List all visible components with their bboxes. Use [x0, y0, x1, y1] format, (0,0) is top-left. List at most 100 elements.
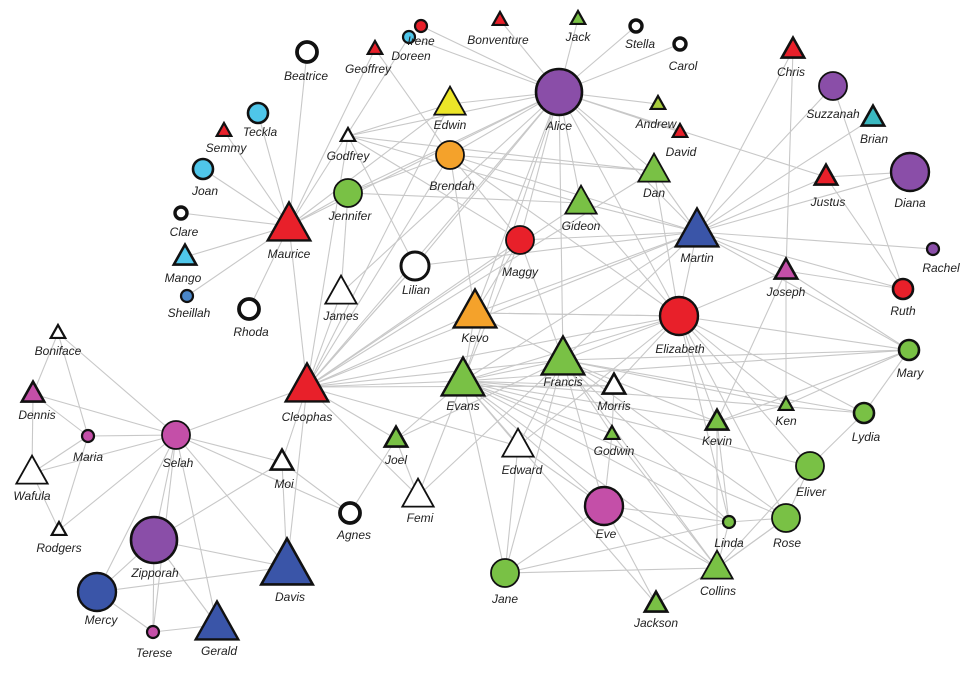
edge-edwin-cleophas	[306, 103, 451, 388]
edge-eve-collins	[603, 505, 718, 569]
node-label-sheillah: Sheillah	[168, 306, 211, 320]
node-diana	[889, 151, 931, 193]
node-kevo	[451, 286, 499, 329]
edge-godfrey-maggy	[347, 135, 521, 241]
node-label-davis: Davis	[275, 590, 305, 604]
edge-teckla-maurice	[257, 112, 290, 227]
edge-joan-maurice	[202, 168, 290, 227]
node-femi	[400, 476, 436, 508]
node-jane	[490, 558, 520, 588]
node-jack	[568, 8, 588, 26]
node-label-collins: Collins	[700, 584, 736, 598]
node-label-brendah: Brendah	[429, 179, 475, 193]
edge-justus-martin	[696, 176, 827, 233]
edge-martin-francis	[562, 231, 698, 361]
node-label-wafula: Wafula	[13, 489, 50, 503]
node-label-cleophas: Cleophas	[282, 410, 333, 424]
node-label-agnes: Agnes	[336, 528, 371, 542]
node-label-bonventure: Bonventure	[467, 33, 529, 47]
node-label-lilian: Lilian	[402, 283, 430, 297]
node-label-rodgers: Rodgers	[36, 541, 81, 555]
edge-cleophas-davis	[286, 386, 308, 568]
edge-mercy-davis	[96, 566, 288, 593]
edge-geoffrey-maurice	[288, 48, 376, 227]
edge-joel-agnes	[349, 438, 397, 514]
node-label-dennis: Dennis	[18, 408, 55, 422]
node-edward	[500, 426, 536, 458]
node-stella	[628, 18, 644, 34]
edge-kevin-linda	[716, 421, 730, 523]
edge-godfrey-edwin	[347, 103, 451, 137]
edge-selah-mercy	[96, 434, 177, 593]
node-label-ruth: Ruth	[890, 304, 916, 318]
node-label-evans: Evans	[446, 399, 479, 413]
node-kevin	[703, 406, 731, 431]
node-eve	[583, 485, 625, 527]
node-label-eve: Eve	[596, 527, 617, 541]
node-label-godfrey: Godfrey	[327, 149, 371, 163]
edge-francis-rose	[562, 359, 787, 519]
node-label-francis: Francis	[543, 375, 582, 389]
node-label-mango: Mango	[165, 271, 202, 285]
node-edwin	[432, 84, 468, 116]
edge-wafula-selah	[31, 434, 177, 474]
node-brian	[859, 102, 887, 127]
node-boniface	[48, 322, 68, 340]
edge-evans-jane	[462, 380, 506, 574]
edge-alice-martin	[558, 91, 698, 233]
node-chris	[779, 34, 807, 59]
edge-martin-kevo	[474, 231, 698, 314]
edge-martin-cleophas	[306, 231, 698, 388]
edge-joseph-ruth	[785, 270, 904, 290]
edge-beatrice-maurice	[288, 51, 308, 227]
edge-brendah-martin	[449, 154, 698, 233]
node-label-rachel: Rachel	[922, 261, 960, 275]
edge-jennifer-brendah	[347, 154, 451, 194]
edge-elizabeth-francis	[562, 315, 680, 361]
edge-suzzanah-ruth	[832, 85, 904, 290]
node-davis	[259, 535, 315, 586]
node-eliver	[795, 451, 825, 481]
node-label-kevo: Kevo	[461, 331, 489, 345]
node-label-martin: Martin	[680, 251, 714, 265]
node-label-rose: Rose	[773, 536, 801, 550]
edge-evans-francis	[462, 359, 564, 382]
edge-cleophas-edward	[306, 386, 519, 447]
node-label-ken: Ken	[775, 414, 797, 428]
edge-boniface-maria	[57, 332, 89, 437]
edge-diana-martin	[696, 171, 911, 233]
node-label-jack: Jack	[565, 30, 592, 44]
node-label-geoffrey: Geoffrey	[345, 62, 392, 76]
edge-godfrey-cleophas	[306, 135, 349, 388]
edge-evans-collins	[462, 380, 718, 569]
edge-brendah-cleophas	[306, 154, 451, 388]
edge-francis-eve	[562, 359, 605, 507]
edge-maurice-edwin	[288, 103, 451, 227]
node-label-jennifer: Jennifer	[328, 209, 373, 223]
node-rose	[771, 503, 801, 533]
edge-francis-mary	[562, 349, 910, 361]
edge-doreen-alice	[408, 36, 560, 93]
edge-brendah-maggy	[449, 154, 521, 241]
node-suzzanah	[818, 71, 848, 101]
node-elizabeth	[658, 295, 700, 337]
edge-martin-lilian	[414, 231, 698, 267]
node-label-clare: Clare	[170, 225, 199, 239]
edge-martin-gideon	[580, 202, 698, 233]
edge-selah-gerald	[175, 434, 218, 626]
node-label-alice: Alice	[545, 119, 572, 133]
node-semmy	[214, 120, 234, 138]
edge-evans-jackson	[462, 380, 657, 605]
node-lydia	[852, 401, 876, 425]
node-justus	[812, 161, 840, 186]
node-label-lydia: Lydia	[852, 430, 881, 444]
edge-alice-justus	[558, 91, 827, 178]
node-teckla	[246, 101, 270, 125]
edge-martin-mary	[696, 231, 910, 351]
edge-gideon-cleophas	[306, 202, 582, 388]
node-godwin	[602, 423, 622, 441]
node-label-edward: Edward	[502, 463, 543, 477]
edge-geoffrey-brendah	[374, 48, 451, 156]
edge-elizabeth-linda	[678, 315, 730, 523]
node-martin	[673, 205, 721, 248]
